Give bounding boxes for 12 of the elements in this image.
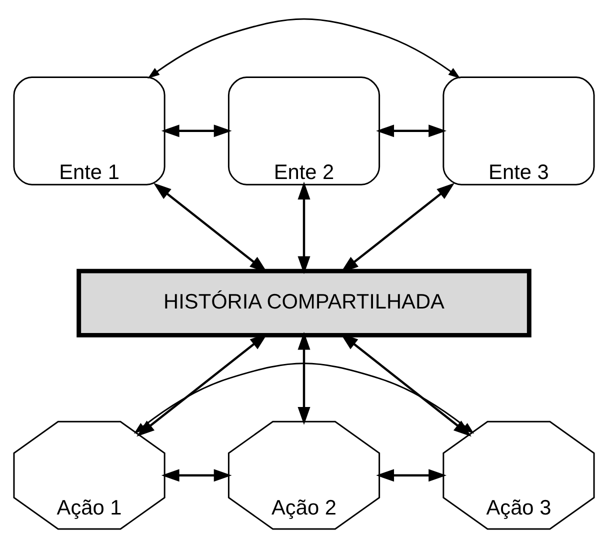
arrow: [148, 18, 460, 78]
arrow: [376, 124, 446, 138]
arrow: [161, 124, 232, 138]
arrow: [134, 362, 474, 434]
arrow: [298, 182, 310, 274]
node-box: Ente 1: [13, 76, 166, 186]
node-box: Ente 3: [442, 76, 595, 186]
arrow: [298, 332, 310, 425]
node-box: HISTÓRIA COMPARTILHADA: [76, 268, 532, 338]
node-box: Ente 2: [228, 76, 380, 186]
arrow: [161, 469, 232, 482]
arrow: [376, 469, 446, 482]
